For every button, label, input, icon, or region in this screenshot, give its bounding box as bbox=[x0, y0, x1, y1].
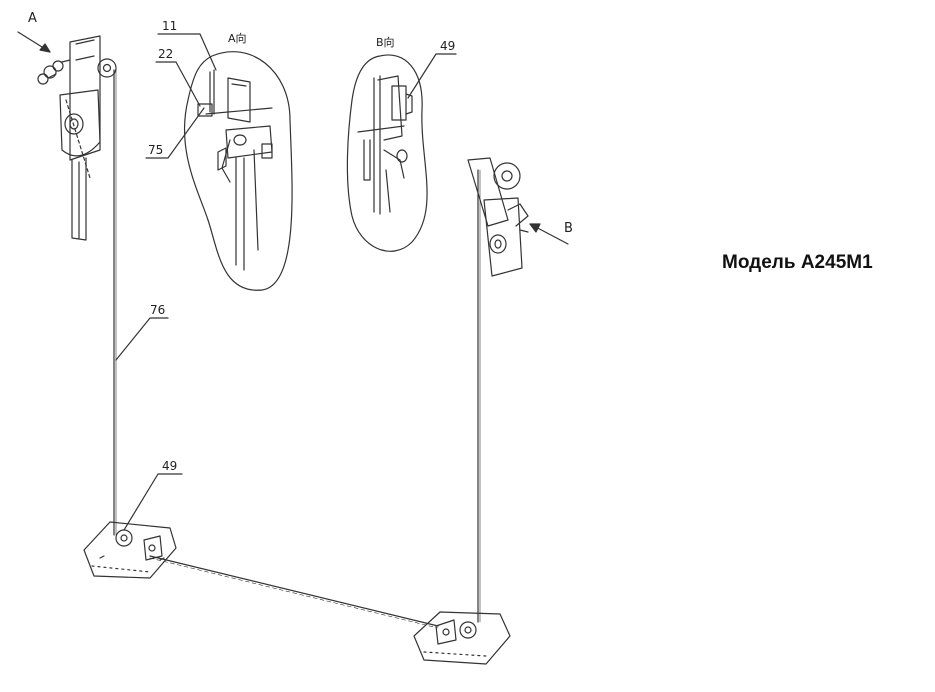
view-b-arrow-label: B bbox=[564, 221, 573, 236]
callout-11-leader bbox=[157, 33, 217, 71]
view-b-arrow bbox=[529, 223, 569, 245]
callout-75-label: 75 bbox=[148, 143, 163, 157]
view-a-arrow bbox=[17, 31, 51, 53]
callout-75-leader bbox=[145, 107, 205, 159]
model-label: Модель А245М1 bbox=[722, 252, 873, 273]
callout-49-bottom-leader bbox=[123, 473, 183, 531]
callout-11-label: 11 bbox=[162, 19, 177, 33]
bottom-left-base bbox=[83, 521, 177, 579]
callout-49-top-label: 49 bbox=[440, 39, 455, 53]
right-upper-bracket-assembly bbox=[467, 157, 529, 277]
callout-76-leader bbox=[115, 317, 169, 361]
detail-view-b bbox=[346, 54, 428, 252]
bottom-right-base bbox=[413, 611, 511, 665]
callout-49-bottom-label: 49 bbox=[162, 459, 177, 473]
diagonal-cable bbox=[149, 555, 439, 627]
view-b-title: B向 bbox=[376, 35, 395, 49]
left-upper-bracket-assembly bbox=[37, 35, 117, 241]
callout-76-label: 76 bbox=[150, 303, 165, 317]
callout-22-label: 22 bbox=[158, 47, 173, 61]
detail-view-a bbox=[184, 51, 293, 291]
callout-22-leader bbox=[155, 61, 201, 107]
callout-49-top-leader bbox=[407, 53, 457, 99]
view-a-title: A向 bbox=[228, 31, 247, 45]
view-a-arrow-label: A bbox=[28, 11, 37, 26]
